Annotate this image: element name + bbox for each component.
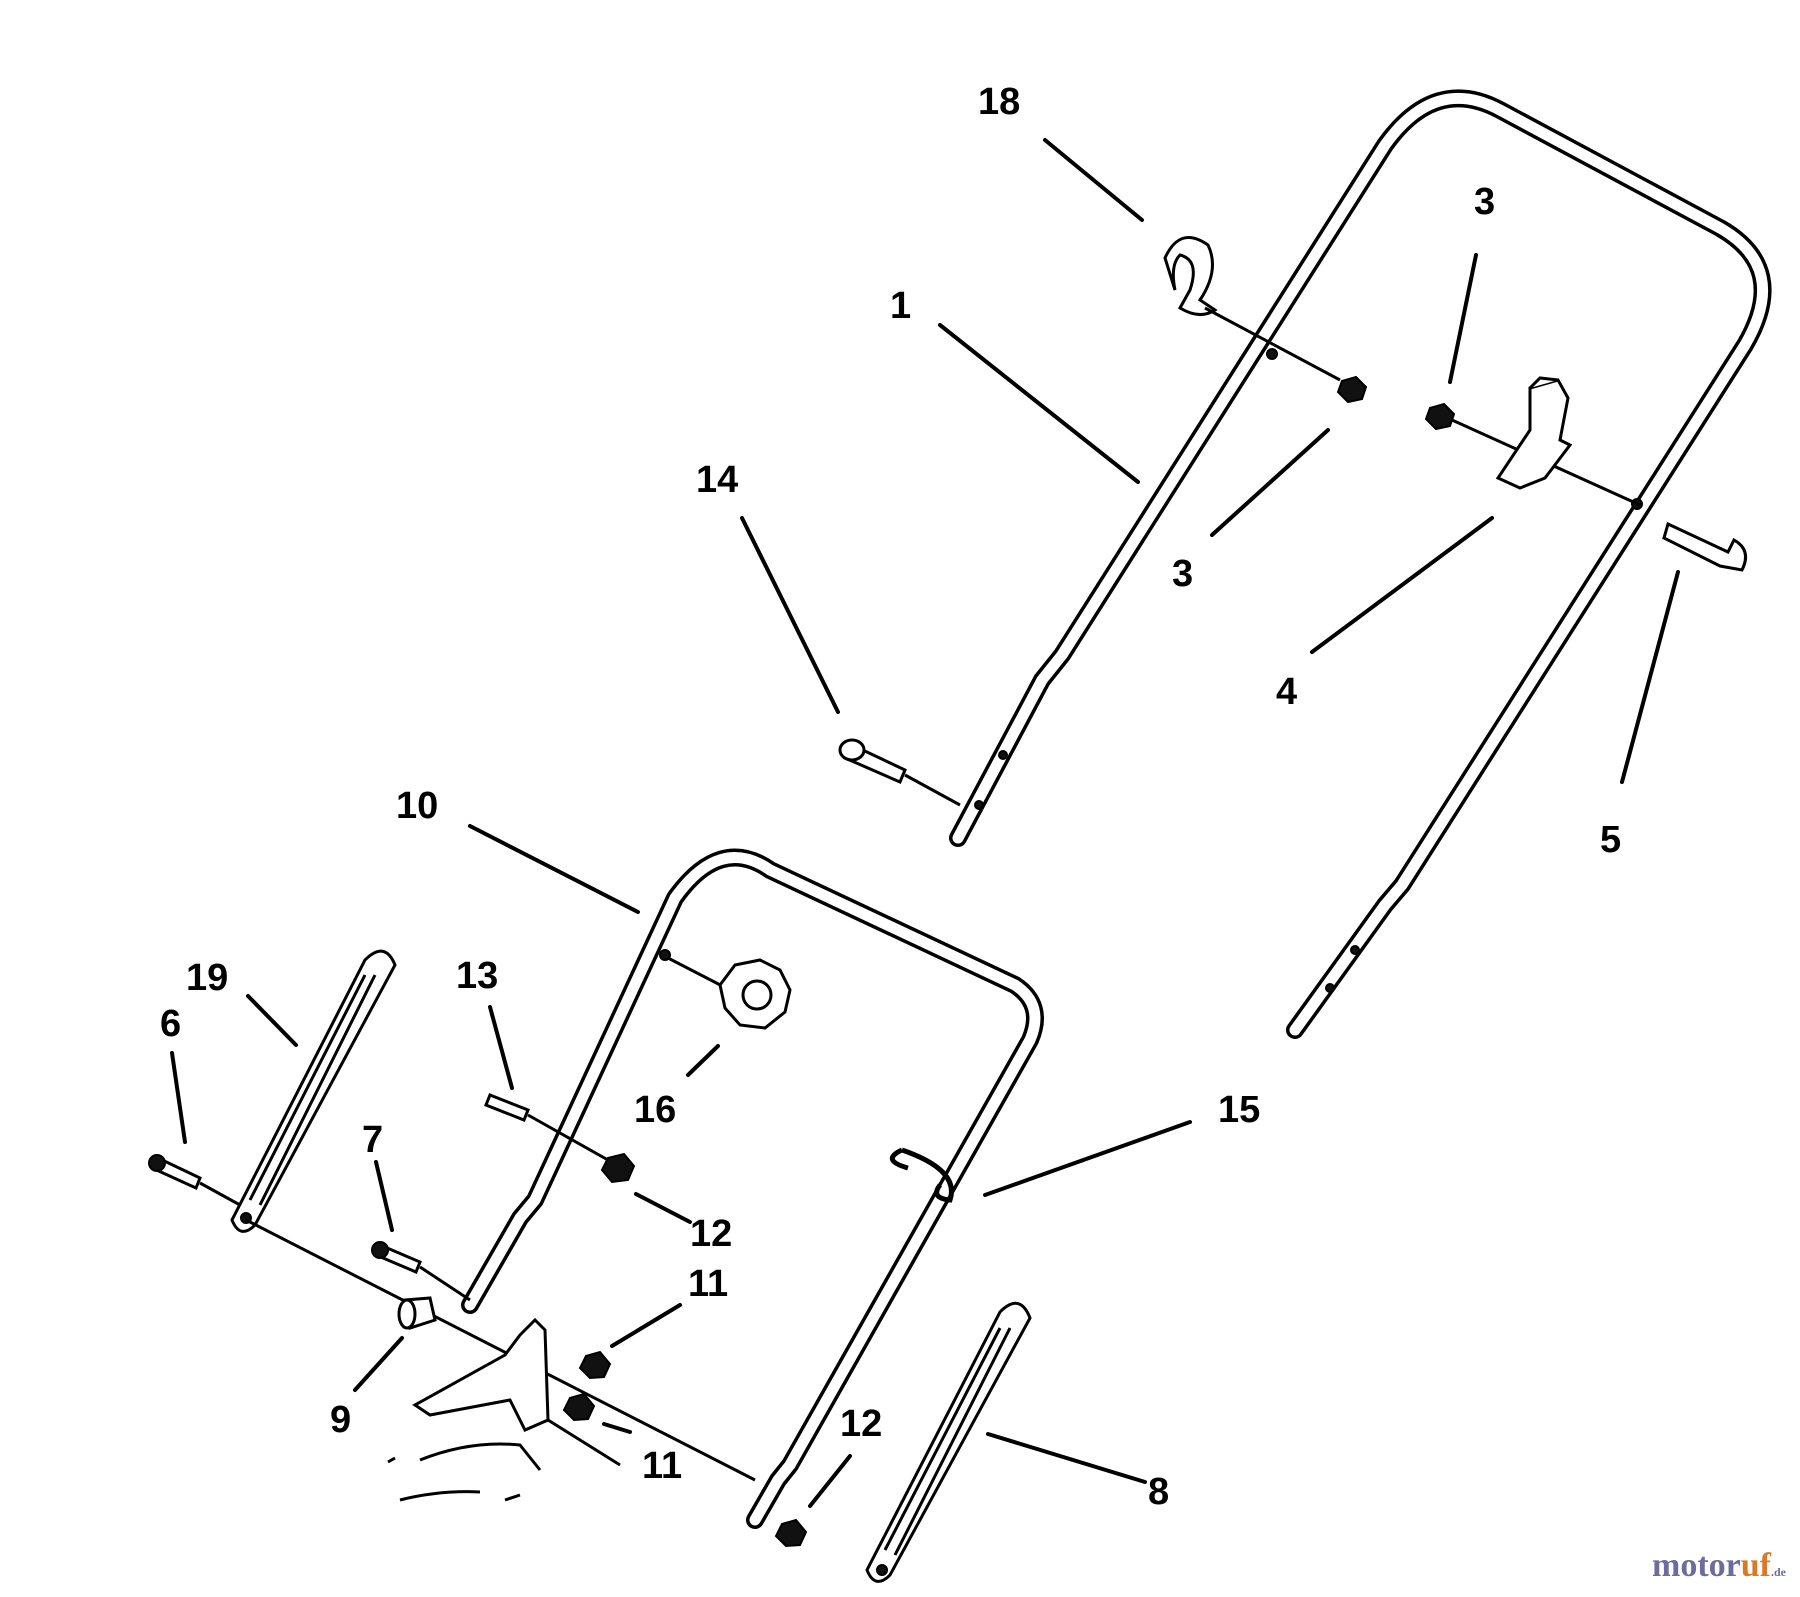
leader-9 — [353, 1336, 404, 1392]
leader-19 — [246, 994, 298, 1047]
leader-16 — [686, 1044, 720, 1077]
callout-10: 10 — [396, 785, 438, 827]
leader-12b — [808, 1454, 852, 1508]
bolt-7 — [371, 1241, 471, 1302]
leader-18 — [1043, 138, 1144, 222]
callout-11-lower: 11 — [642, 1445, 682, 1487]
leader-15 — [983, 1120, 1192, 1197]
nut-12-upper — [600, 1152, 636, 1184]
callout-1: 1 — [890, 285, 911, 327]
nut-upper-left — [1336, 375, 1368, 404]
cable-clip — [890, 1147, 954, 1203]
callout-16: 16 — [634, 1089, 676, 1131]
watermark-logo: motoruf.de — [1652, 1547, 1786, 1585]
leader-4 — [1310, 516, 1494, 654]
callout-6: 6 — [160, 1003, 181, 1045]
callout-19: 19 — [186, 957, 228, 999]
nut-11-upper — [578, 1350, 612, 1380]
callout-13: 13 — [456, 955, 498, 997]
nut-12-lower — [774, 1518, 808, 1548]
callout-3-upper-left: 3 — [1172, 553, 1193, 595]
callout-11-upper: 11 — [688, 1263, 728, 1305]
slotted-bracket-right — [865, 1301, 1032, 1583]
callout-12-lower: 12 — [840, 1403, 882, 1445]
bolt-13 — [484, 1093, 609, 1162]
callout-7: 7 — [362, 1119, 383, 1161]
leader-5 — [1620, 570, 1680, 784]
deck-bracket — [387, 1317, 621, 1502]
watermark-text-b: uf — [1740, 1547, 1771, 1584]
watermark-text-a: motor — [1652, 1547, 1741, 1584]
cable-guide-clip — [1163, 235, 1341, 382]
leader-11a — [610, 1303, 682, 1348]
leader-1 — [938, 323, 1140, 484]
carriage-bolt — [1662, 521, 1748, 572]
handle-knob — [667, 956, 792, 1030]
control-lever — [1451, 376, 1641, 507]
leader-14 — [740, 516, 840, 714]
callout-12-upper: 12 — [690, 1213, 732, 1255]
callout-3-upper-right: 3 — [1474, 181, 1495, 223]
leader-13 — [488, 1005, 514, 1090]
leader-3a — [1448, 253, 1478, 384]
leader-7 — [374, 1160, 394, 1232]
slotted-bracket-left — [230, 949, 397, 1233]
leader-10 — [468, 824, 640, 914]
spacer — [397, 1296, 437, 1330]
watermark-text-c: .de — [1771, 1565, 1786, 1579]
leader-3b — [1210, 428, 1330, 537]
bolt-6 — [148, 1154, 756, 1482]
leader-8 — [986, 1432, 1147, 1484]
leader-6 — [170, 1051, 187, 1144]
pivot-bolt — [838, 738, 961, 807]
upper-handle — [949, 89, 1772, 1039]
callout-4: 4 — [1276, 671, 1297, 713]
nut-upper-right — [1424, 402, 1456, 431]
leader-11b — [602, 1422, 632, 1434]
nut-11-lower — [562, 1392, 596, 1422]
leader-12a — [634, 1192, 692, 1224]
lower-handle — [461, 848, 1044, 1529]
callout-8: 8 — [1148, 1471, 1169, 1513]
callout-15: 15 — [1218, 1089, 1260, 1131]
callout-5: 5 — [1600, 819, 1621, 861]
callout-18: 18 — [978, 81, 1020, 123]
callout-14: 14 — [696, 459, 738, 501]
callout-9: 9 — [330, 1399, 351, 1441]
